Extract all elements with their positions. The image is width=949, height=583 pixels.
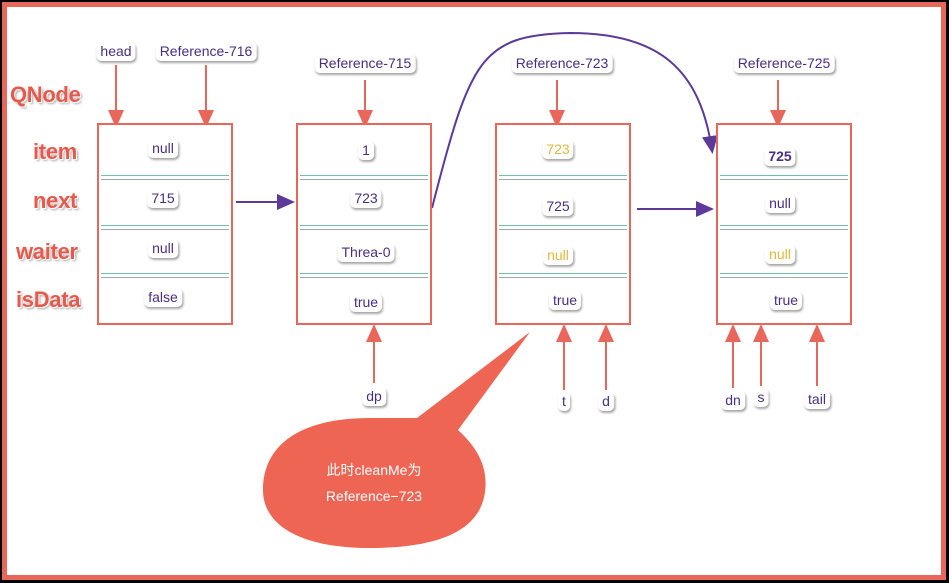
- separator: [300, 175, 428, 180]
- ref-label-715: Reference-715: [314, 54, 416, 73]
- field-next: 725: [542, 197, 574, 216]
- callout-text: 此时cleanMe为 Reference−723: [274, 457, 474, 509]
- separator: [720, 175, 848, 180]
- callout-line-1: 此时cleanMe为: [326, 462, 422, 478]
- pointer-head: head: [96, 42, 136, 61]
- pointer-dn: dn: [721, 391, 745, 410]
- field-waiter: null: [148, 239, 178, 258]
- ref-label-716: Reference-716: [155, 42, 257, 61]
- field-waiter: null: [765, 245, 795, 264]
- field-next: 715: [147, 189, 179, 208]
- pointer-dp: dp: [362, 387, 386, 406]
- label-item: item: [33, 139, 78, 164]
- field-waiter: null: [543, 246, 573, 265]
- field-item: 1: [358, 141, 374, 160]
- ref-label-725: Reference-725: [733, 54, 835, 73]
- label-isdata: isData: [16, 287, 81, 312]
- separator: [101, 175, 229, 180]
- label-next: next: [33, 188, 78, 213]
- separator: [499, 175, 627, 180]
- label-qnode: QNode: [10, 82, 81, 107]
- callout-line-2: Reference−723: [325, 488, 423, 504]
- separator: [720, 273, 848, 278]
- pointer-t: t: [558, 392, 570, 411]
- separator: [101, 225, 229, 230]
- field-next: null: [765, 194, 795, 213]
- separator: [499, 225, 627, 230]
- link-715-to-725-curve: [431, 31, 718, 209]
- field-item: null: [148, 139, 178, 158]
- qnode-715: 1 723 Threa-0 true: [296, 123, 432, 325]
- callout-bubble: [263, 332, 530, 548]
- field-waiter: Threa-0: [337, 243, 395, 262]
- separator: [499, 273, 627, 278]
- qnode-725: 725 null null true: [716, 123, 852, 325]
- field-isdata: true: [548, 291, 582, 310]
- field-next: 723: [350, 189, 382, 208]
- label-waiter: waiter: [16, 239, 78, 264]
- field-item: 723: [542, 140, 574, 159]
- field-isdata: false: [144, 288, 182, 307]
- separator: [720, 225, 848, 230]
- pointer-tail: tail: [804, 390, 830, 409]
- pointer-d: d: [598, 392, 614, 411]
- field-item: 725: [764, 147, 796, 166]
- separator: [300, 273, 428, 278]
- qnode-716: null 715 null false: [97, 123, 233, 325]
- separator: [101, 273, 229, 278]
- separator: [300, 225, 428, 230]
- field-isdata: true: [349, 293, 383, 312]
- pointer-s: s: [753, 388, 769, 407]
- qnode-723: 723 725 null true: [495, 123, 631, 325]
- field-isdata: true: [769, 291, 803, 310]
- ref-label-723: Reference-723: [511, 54, 613, 73]
